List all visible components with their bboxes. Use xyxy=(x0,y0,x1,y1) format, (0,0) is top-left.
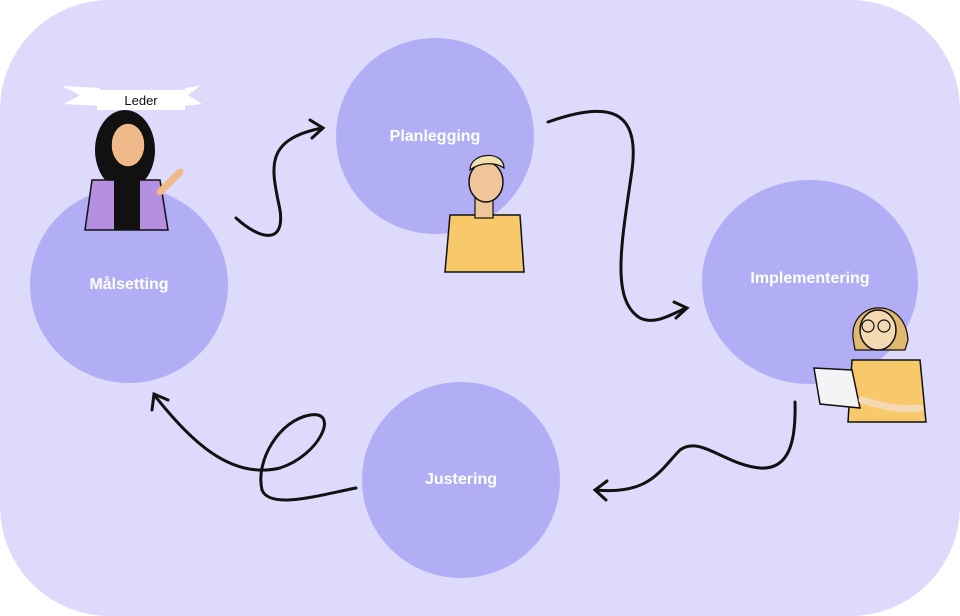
node-label: Målsetting xyxy=(89,276,169,293)
node-planlegging: Planlegging xyxy=(336,38,534,234)
arrow-justering-to-malsetting xyxy=(153,394,358,502)
node-label: Planlegging xyxy=(389,128,481,145)
arrowhead xyxy=(150,391,170,412)
arrow-implementering-to-justering xyxy=(594,400,797,493)
planner-illustration xyxy=(444,154,525,273)
node-label: Justering xyxy=(424,471,497,488)
leader-banner: Leder xyxy=(97,90,185,110)
arrow-planlegging-to-implementering xyxy=(546,109,688,322)
node-justering: Justering xyxy=(362,382,560,578)
implementer-illustration xyxy=(813,307,927,423)
node-label: Implementering xyxy=(750,270,870,287)
arrowhead xyxy=(592,479,609,502)
arrow-malsetting-to-planlegging xyxy=(234,126,324,237)
arrowhead xyxy=(672,300,690,320)
leader-illustration xyxy=(62,86,202,231)
arrowhead xyxy=(308,118,326,140)
